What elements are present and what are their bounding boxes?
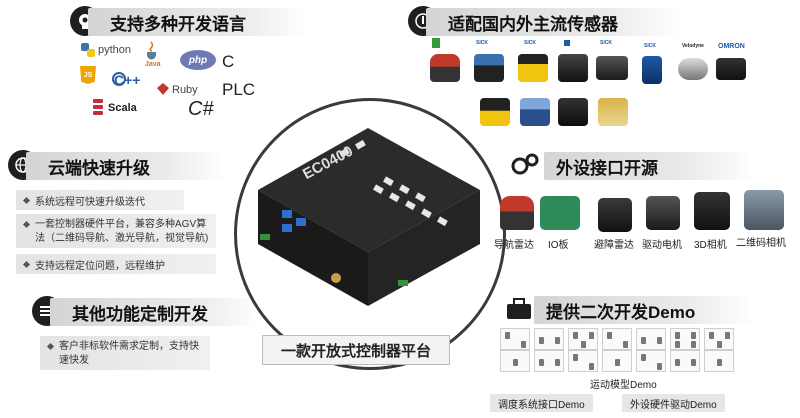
motion-model-tile [602, 350, 632, 372]
peripheral-label-6: 二维码相机 [736, 238, 786, 249]
peripherals-header: 外设接口开源 [544, 152, 754, 180]
demo-title: 提供二次开发Demo [546, 302, 696, 322]
c-label: C [222, 52, 235, 71]
scanner-image [596, 56, 628, 80]
sensors-header: 适配国内外主流传感器 [426, 8, 682, 36]
lidar-red-image [430, 54, 460, 82]
php-icon: php [180, 50, 216, 70]
cpp-icon [112, 72, 126, 86]
sensor-blue-box-image [642, 56, 662, 84]
custom-header: 其他功能定制开发 [50, 298, 260, 326]
cloud-item-3: 支持远程定位问题，远程维护 [16, 254, 216, 274]
qr-camera-image [744, 190, 784, 230]
lidar-dark-image [558, 98, 588, 126]
motion-model-tile [636, 350, 666, 372]
dispatch-demo-button[interactable]: 调度系统接口Demo [490, 394, 593, 412]
sensors-title: 适配国内外主流传感器 [448, 14, 618, 34]
java-icon [147, 41, 156, 60]
bullet-icon [22, 260, 31, 268]
motion-model-tile [568, 328, 598, 350]
blue-brand-icon [564, 40, 570, 46]
cloud-title: 云端快速升级 [48, 158, 150, 178]
languages-header: 支持多种开发语言 [88, 8, 308, 36]
platform-label: 一款开放式控制器平台 [262, 335, 450, 365]
peripheral-label-2: IO板 [548, 240, 569, 251]
scala-label: Scala [108, 102, 137, 114]
toolbox-icon [504, 294, 534, 324]
motion-model-tile [704, 328, 734, 350]
demo-header: 提供二次开发Demo [534, 296, 754, 324]
motion-model-label: 运动模型Demo [590, 380, 657, 391]
peripheral-label-4: 驱动电机 [642, 240, 682, 251]
csharp-label: C# [188, 98, 214, 120]
cloud-header: 云端快速升级 [26, 152, 226, 180]
ruby-label: Ruby [172, 84, 198, 96]
cloud-item-2: 一套控制器硬件平台，兼容多种AGV算 法（二维码导航、激光导航，视觉导航) [16, 214, 216, 248]
lidar-black-image [558, 54, 588, 82]
js-label: JS [83, 71, 93, 79]
green-brand-icon [432, 38, 440, 48]
sensor-brand-6: OMRON [718, 43, 745, 50]
lidar-gray-image [480, 98, 510, 126]
sensor-brand-1: SICK [476, 40, 488, 46]
cloud-item-text: 一套控制器硬件平台，兼容多种AGV算 [35, 219, 207, 230]
python-label: python [98, 44, 132, 56]
bullet-icon [46, 342, 55, 351]
motion-model-tile [602, 328, 632, 350]
peripheral-label-5: 3D相机 [694, 240, 727, 251]
drive-motor-image [646, 196, 680, 230]
camera-3d-image [694, 192, 730, 230]
motion-model-tile [670, 328, 700, 350]
custom-title: 其他功能定制开发 [72, 304, 208, 324]
peripheral-label-1: 导航雷达 [494, 240, 534, 251]
motion-model-tile [534, 350, 564, 372]
js-icon: JS [80, 66, 96, 84]
custom-item-text-cont: 速快发 [59, 355, 89, 366]
gears-icon [510, 150, 540, 180]
nav-lidar-image [500, 196, 534, 230]
lidar-blue-2-image [520, 98, 550, 126]
php-label: php [188, 54, 208, 66]
motion-model-tile [500, 328, 530, 350]
motion-model-tile [534, 328, 564, 350]
sensor-brand-5: Velodyne [682, 43, 704, 49]
java-label: Java [145, 61, 161, 68]
sensor-brand-3: SICK [600, 40, 612, 46]
obstacle-lidar-image [598, 198, 632, 232]
driver-demo-button[interactable]: 外设硬件驱动Demo [622, 394, 725, 412]
omron-image [716, 58, 746, 80]
lidar-yellow-image [518, 54, 548, 82]
motion-model-tile [636, 328, 666, 350]
custom-item-1: 客户非标软件需求定制，支持快 速快发 [40, 336, 210, 370]
velodyne-image [678, 58, 708, 80]
motion-model-tile [568, 350, 598, 372]
custom-item-text: 客户非标软件需求定制，支持快 [59, 341, 199, 352]
motion-model-tile [500, 350, 530, 372]
cloud-item-text: 支持远程定位问题，远程维护 [35, 260, 165, 272]
sensor-brand-4: SICK [644, 43, 656, 49]
peripherals-title: 外设接口开源 [556, 158, 658, 178]
bullet-icon [22, 196, 31, 204]
languages-title: 支持多种开发语言 [110, 14, 246, 34]
lidar-blue-image [474, 54, 504, 82]
cpp-label: C++ [114, 72, 141, 88]
python-icon [81, 43, 95, 57]
motion-model-tile [670, 350, 700, 372]
peripheral-label-3: 避障雷达 [594, 240, 634, 251]
lidar-yellow-2-image [598, 98, 628, 126]
motion-model-tile [704, 350, 734, 372]
controller-device-image [258, 128, 480, 306]
scala-icon [93, 99, 103, 115]
cloud-item-text-cont: 法（二维码导航、激光导航，视觉导航) [35, 233, 209, 244]
sensor-brand-2: SICK [524, 40, 536, 46]
cloud-item-text: 系统远程可快速升级迭代 [35, 196, 145, 208]
plc-label: PLC [222, 80, 256, 99]
io-board-image [540, 196, 580, 230]
bullet-icon [22, 220, 31, 229]
cloud-item-1: 系统远程可快速升级迭代 [16, 190, 184, 210]
ruby-icon [157, 83, 169, 95]
